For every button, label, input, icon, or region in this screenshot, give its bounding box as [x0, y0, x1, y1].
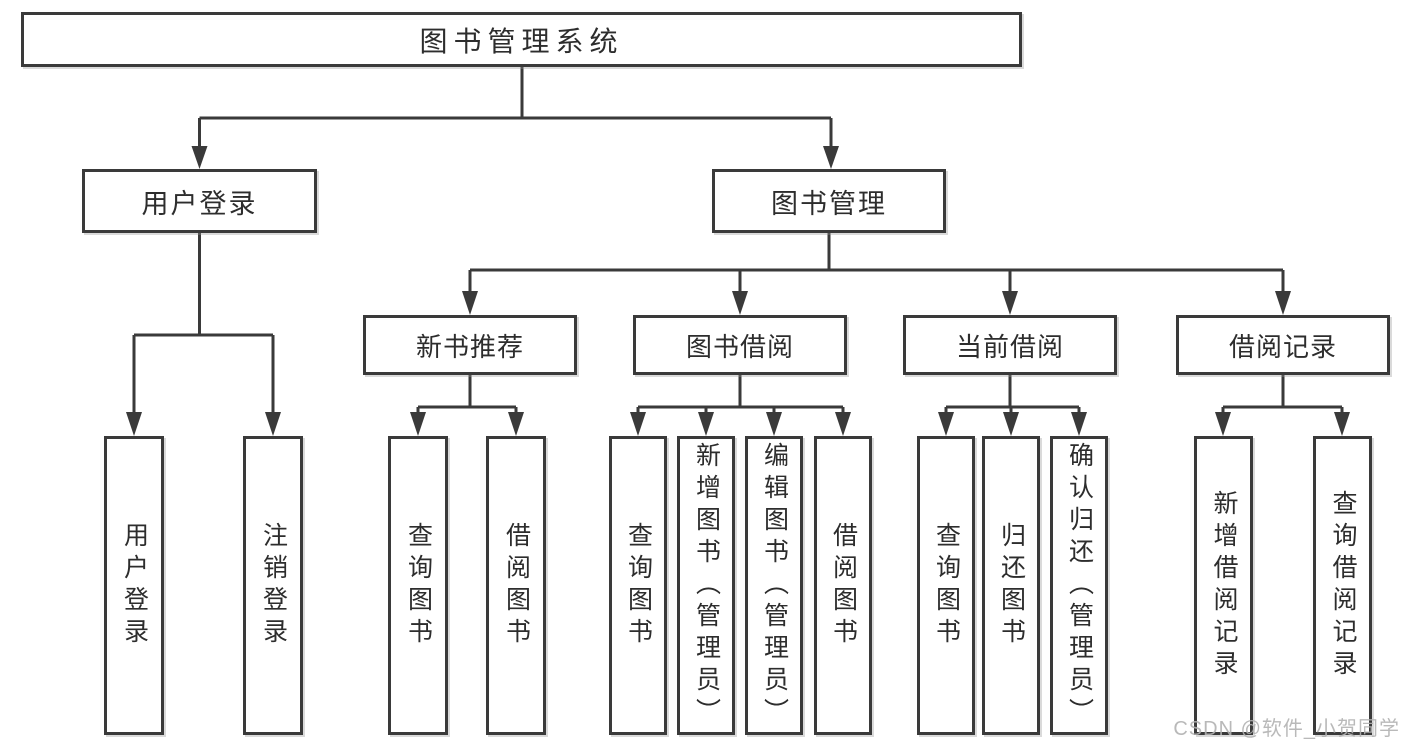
connector-root-split — [191, 67, 839, 169]
leaf-newbooks-borrow-books-label: 借阅图书 — [502, 521, 531, 650]
leaf-newbooks-borrow-books: 借阅图书 — [486, 436, 546, 735]
node-book-borrowing: 图书借阅 — [633, 315, 847, 375]
leaf-records-add-borrow-record: 新增借阅记录 — [1194, 436, 1253, 735]
connector-current-borrow-split — [938, 375, 1087, 436]
leaf-borrowing-borrow-books: 借阅图书 — [814, 436, 872, 735]
node-library-system: 图书管理系统 — [21, 12, 1022, 67]
node-current-borrowing: 当前借阅 — [903, 315, 1117, 375]
leaf-borrowing-query-books-label: 查询图书 — [624, 521, 653, 650]
node-new-book-recommend: 新书推荐 — [363, 315, 577, 375]
connector-user-login-split — [126, 233, 281, 436]
node-new-book-recommend-label: 新书推荐 — [415, 331, 524, 362]
node-user-login-label: 用户登录 — [141, 188, 258, 219]
leaf-current-confirm-return-admin-label: 确认归还（管理员） — [1065, 441, 1094, 730]
csdn-watermark: CSDN @软件_小贺同学 — [1173, 718, 1400, 740]
leaf-user-login: 用户登录 — [104, 436, 164, 735]
node-book-management: 图书管理 — [712, 169, 946, 233]
connector-book-borrow-split — [630, 375, 851, 436]
leaf-newbooks-query-books: 查询图书 — [388, 436, 448, 735]
node-user-login: 用户登录 — [82, 169, 317, 233]
connector-book-mgmt-split — [462, 233, 1291, 315]
leaf-current-return-books: 归还图书 — [982, 436, 1040, 735]
leaf-records-query-borrow-record: 查询借阅记录 — [1313, 436, 1372, 735]
leaf-user-login-label: 用户登录 — [120, 521, 149, 650]
leaf-borrowing-query-books: 查询图书 — [609, 436, 667, 735]
leaf-records-add-borrow-record-label: 新增借阅记录 — [1210, 489, 1238, 682]
leaf-logout-label: 注销登录 — [259, 521, 288, 650]
leaf-borrowing-borrow-books-label: 借阅图书 — [829, 521, 858, 650]
leaf-newbooks-query-books-label: 查询图书 — [404, 521, 433, 650]
leaf-current-return-books-label: 归还图书 — [997, 521, 1026, 650]
node-library-system-label: 图书管理系统 — [419, 25, 624, 57]
connector-borrow-records-split — [1215, 375, 1350, 436]
leaf-logout: 注销登录 — [243, 436, 303, 735]
node-book-borrowing-label: 图书借阅 — [685, 331, 794, 362]
leaf-borrowing-add-books-admin-label: 新增图书（管理员） — [692, 441, 721, 730]
node-borrow-records-label: 借阅记录 — [1228, 331, 1337, 362]
leaf-borrowing-add-books-admin: 新增图书（管理员） — [677, 436, 735, 735]
node-borrow-records: 借阅记录 — [1176, 315, 1390, 375]
node-current-borrowing-label: 当前借阅 — [955, 331, 1064, 362]
leaf-records-query-borrow-record-label: 查询借阅记录 — [1329, 489, 1357, 682]
leaf-current-query-books-label: 查询图书 — [932, 521, 961, 650]
leaf-current-query-books: 查询图书 — [917, 436, 975, 735]
node-book-management-label: 图书管理 — [771, 188, 887, 219]
leaf-current-confirm-return-admin: 确认归还（管理员） — [1050, 436, 1108, 735]
leaf-borrowing-edit-books-admin-label: 编辑图书（管理员） — [760, 441, 789, 730]
leaf-borrowing-edit-books-admin: 编辑图书（管理员） — [745, 436, 803, 735]
connector-new-books-split — [410, 375, 524, 436]
